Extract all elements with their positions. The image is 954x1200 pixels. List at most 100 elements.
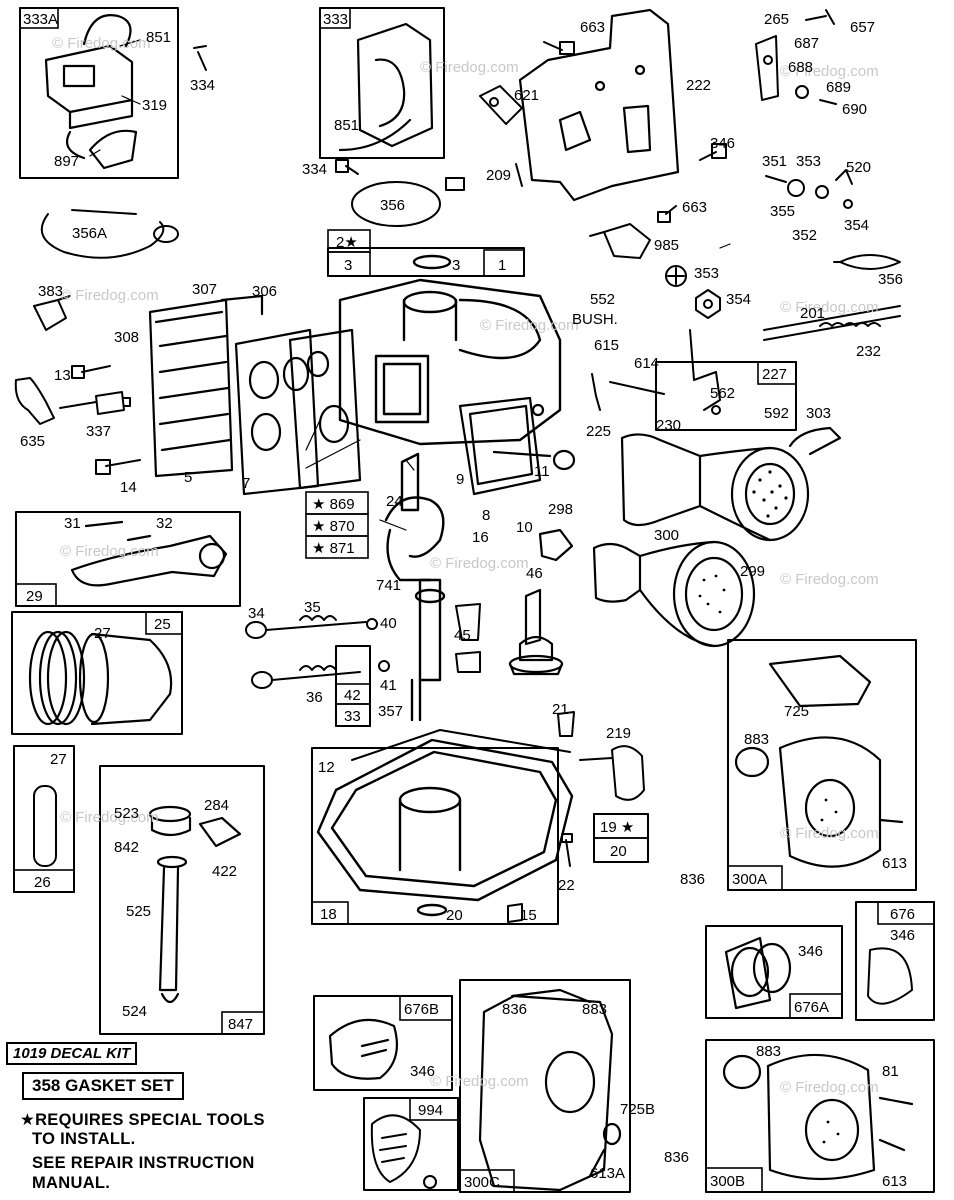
part-number: 842 xyxy=(114,839,139,856)
part-number: 306 xyxy=(252,283,277,300)
watermark-group: © Firedog.com © Firedog.com © Firedog.co… xyxy=(52,35,879,1096)
assembly-box-676a xyxy=(705,925,843,1019)
sump-cover-18 xyxy=(316,738,574,917)
part-number: 32 xyxy=(156,515,173,532)
part-number: 225 xyxy=(586,423,611,440)
muffler-guard-676 xyxy=(867,947,913,1005)
part-number: BUSH. xyxy=(572,311,618,328)
dipstick-525 xyxy=(148,805,242,1004)
part-number: 525 xyxy=(126,903,151,920)
part-number: 10 xyxy=(516,519,533,536)
decal-kit-text: 1019 DECAL KIT xyxy=(13,1045,131,1062)
watermark: © Firedog.com xyxy=(60,543,159,560)
gasket-12 xyxy=(351,729,571,761)
part-number: 45 xyxy=(454,627,471,644)
part-number: 308 xyxy=(114,329,139,346)
part-number: 352 xyxy=(792,227,817,244)
part-number: 689 xyxy=(826,79,851,96)
part-number: 635 xyxy=(20,433,45,450)
part-number: 690 xyxy=(842,101,867,118)
box-label-676a: 676A xyxy=(794,999,829,1016)
watermark: © Firedog.com xyxy=(780,299,879,316)
part-number: 222 xyxy=(686,77,711,94)
muffler-guard-676b xyxy=(328,1018,398,1080)
box-label-847: 847 xyxy=(228,1016,253,1033)
watermark: © Firedog.com xyxy=(52,35,151,52)
box-label-227: 227 xyxy=(762,366,787,383)
box-label-42: 42 xyxy=(344,687,361,704)
part-number: 356 xyxy=(380,197,405,214)
part-number: 337 xyxy=(86,423,111,440)
part-number: 836 xyxy=(502,1001,527,1018)
part-number: 688 xyxy=(788,59,813,76)
part-number: 520 xyxy=(846,159,871,176)
breather-cover-9 xyxy=(458,396,576,496)
control-bracket-222 xyxy=(518,8,680,202)
part-number: 346 xyxy=(710,135,735,152)
muffler-299 xyxy=(538,528,756,648)
box-label-26: 26 xyxy=(34,874,51,891)
assembly-box-676b xyxy=(313,995,453,1091)
part-number: 21 xyxy=(552,701,569,718)
watermark: © Firedog.com xyxy=(780,1079,879,1096)
watermark: © Firedog.com xyxy=(780,63,879,80)
part-number: 31 xyxy=(64,515,81,532)
part-number: 851 xyxy=(334,117,359,134)
plugs-15-22 xyxy=(507,833,573,923)
part-number: 265 xyxy=(764,11,789,28)
part-number: 35 xyxy=(304,599,321,616)
watermark: © Firedog.com xyxy=(780,825,879,842)
decal-kit-label: 1019 DECAL KIT xyxy=(6,1042,138,1065)
spark-plug-337 xyxy=(59,391,131,415)
watermark: © Firedog.com xyxy=(60,287,159,304)
box-label-25: 25 xyxy=(154,616,171,633)
screws-small xyxy=(193,41,727,223)
part-numbers: 851 334 319 897 356A 334 851 356 663 621… xyxy=(20,11,915,1190)
box-label-18: 18 xyxy=(320,906,337,923)
ground-wire-356a xyxy=(40,209,179,259)
watermark: © Firedog.com xyxy=(480,317,579,334)
muffler-300c xyxy=(478,988,622,1192)
part-number: 22 xyxy=(558,877,575,894)
breather-tube-225 xyxy=(591,373,665,411)
part-number: 351 xyxy=(762,153,787,170)
piston-pin-26 xyxy=(33,785,57,867)
part-number: 562 xyxy=(710,385,735,402)
part-number: 613 xyxy=(882,855,907,872)
part-number: 552 xyxy=(590,291,615,308)
box-label-19: 19 ★ xyxy=(600,819,634,836)
part-number: 334 xyxy=(190,77,215,94)
breather-383 xyxy=(33,295,71,331)
switch-985 xyxy=(589,223,651,259)
crankcase-cylinder-1 xyxy=(338,254,562,446)
box-label-869: ★ 869 xyxy=(312,496,355,513)
box-label-676: 676 xyxy=(890,906,915,923)
part-number: 346 xyxy=(410,1063,435,1080)
part-number: 897 xyxy=(54,153,79,170)
part-number: 356A xyxy=(72,225,107,242)
part-number: 12 xyxy=(318,759,335,776)
part-number: 27 xyxy=(50,751,67,768)
assembly-box-18 xyxy=(311,747,559,925)
box-label-300a: 300A xyxy=(732,871,767,888)
gasket-set-label: 358 GASKET SET xyxy=(22,1072,184,1100)
muffler-300b xyxy=(722,1053,914,1181)
assembly-box-847 xyxy=(99,765,265,1035)
part-number: 36 xyxy=(306,689,323,706)
governor-springs-201-232 xyxy=(763,305,901,341)
part-number: 614 xyxy=(634,355,659,372)
assembly-box-333 xyxy=(319,7,445,159)
cylinder-head-assembly xyxy=(148,294,362,496)
watermark: © Firedog.com xyxy=(60,809,159,826)
note-line-1: ★REQUIRES SPECIAL TOOLS xyxy=(20,1111,265,1129)
part-number: 201 xyxy=(800,305,825,322)
assembly-box-333a xyxy=(19,7,179,179)
box-label-333: 333 xyxy=(323,11,348,28)
part-number: 836 xyxy=(680,871,705,888)
box-label-20: 20 xyxy=(610,843,627,860)
part-number: 307 xyxy=(192,281,217,298)
watermark: © Firedog.com xyxy=(420,59,519,76)
part-number: 592 xyxy=(764,405,789,422)
watermark: © Firedog.com xyxy=(430,1073,529,1090)
spring-356 xyxy=(833,254,901,270)
